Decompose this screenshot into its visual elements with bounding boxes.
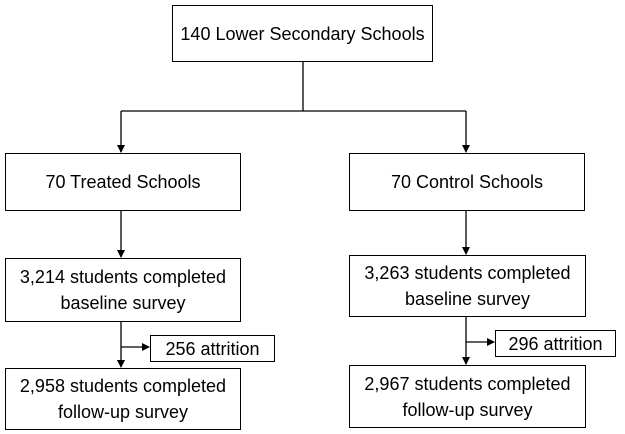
treated-baseline-line2: baseline survey — [60, 293, 186, 313]
treated-schools-label: 70 Treated Schools — [45, 172, 201, 192]
treated-baseline-line1: 3,214 students completed — [19, 267, 227, 287]
control-attrition-label: 296 attrition — [508, 333, 603, 354]
box-all-schools: 140 Lower Secondary Schools — [172, 5, 433, 62]
control-baseline-line1: 3,263 students completed — [364, 263, 571, 283]
treated-attrition-label: 256 attrition — [165, 338, 260, 359]
box-treated-baseline: 3,214 students completed baseline survey — [5, 258, 241, 322]
box-treated-attrition: 256 attrition — [150, 335, 275, 362]
all-schools-label: 140 Lower Secondary Schools — [180, 23, 425, 44]
box-control-followup: 2,967 students completed follow-up surve… — [349, 365, 586, 428]
box-control-schools: 70 Control Schools — [349, 153, 585, 211]
box-control-baseline: 3,263 students completed baseline survey — [349, 255, 586, 317]
control-followup-line1: 2,967 students completed — [364, 373, 571, 394]
treated-followup-line2: follow-up survey — [57, 402, 189, 422]
control-followup-line2: follow-up survey — [402, 399, 533, 420]
box-treated-schools: 70 Treated Schools — [5, 153, 241, 211]
control-baseline-line2: baseline survey — [404, 289, 531, 309]
control-schools-label: 70 Control Schools — [390, 172, 544, 192]
box-control-attrition: 296 attrition — [495, 330, 616, 357]
treated-followup-line1: 2,958 students completed — [19, 376, 227, 396]
box-treated-followup: 2,958 students completed follow-up surve… — [5, 368, 241, 430]
